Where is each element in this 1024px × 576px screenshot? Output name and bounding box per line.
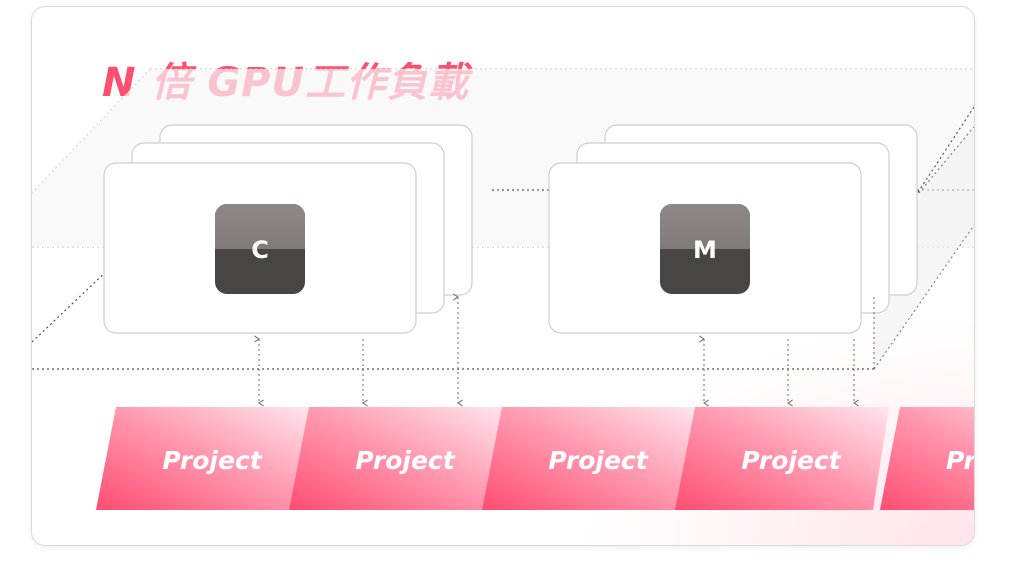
project-block: Project <box>96 407 310 510</box>
project-label: Project <box>548 446 648 475</box>
gpu-chip-label-c: C <box>251 236 269 264</box>
gpu-group-m: M <box>548 124 918 334</box>
project-label-partial: Pr <box>946 446 974 475</box>
project-block: Project <box>675 407 889 510</box>
diagram-frame: N 倍 GPU工作負載 <box>31 6 975 546</box>
project-label: Project <box>741 446 841 475</box>
gpu-group-c: C <box>103 124 473 334</box>
gpu-workload-diagram: C M Project <box>32 68 974 510</box>
gpu-chip-label-m: M <box>693 236 717 264</box>
project-label: Project <box>355 446 455 475</box>
connector-arrows <box>254 293 875 407</box>
project-row: Project Project Project Project Pr <box>96 407 974 510</box>
gpu-chip-m: M <box>660 204 750 294</box>
project-block-partial: Pr <box>880 407 974 510</box>
project-label: Project <box>162 446 262 475</box>
platform-side-shade <box>874 127 974 369</box>
project-block: Project <box>482 407 696 510</box>
project-block: Project <box>289 407 503 510</box>
gpu-chip-c: C <box>215 204 305 294</box>
